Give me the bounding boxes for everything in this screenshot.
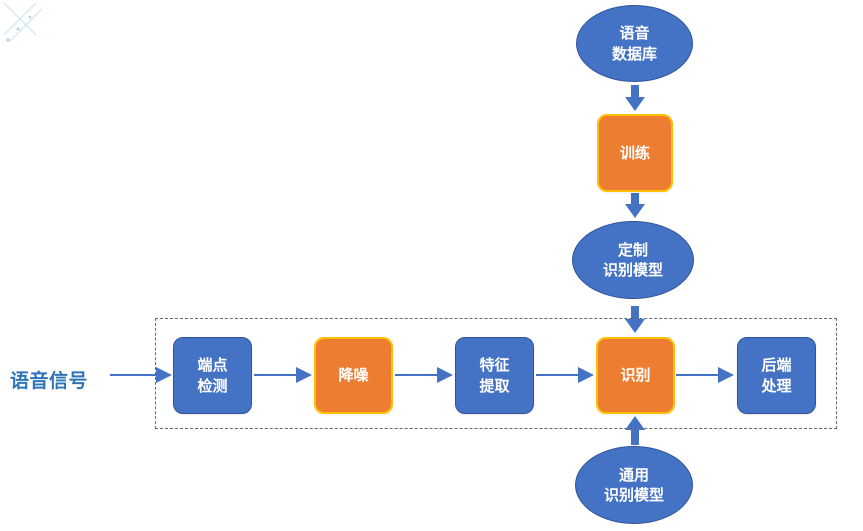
- post-processing-label: 后端 处理: [761, 356, 792, 395]
- feature-extraction-label: 特征 提取: [479, 356, 510, 395]
- recognition-node: 识别: [596, 337, 675, 414]
- noise-reduction-label: 降噪: [338, 366, 369, 385]
- arrow-training-to-custom-model: [625, 193, 645, 218]
- endpoint-detection-label: 端点 检测: [197, 356, 228, 395]
- training-label: 训练: [619, 143, 650, 162]
- arrow-custom-model-to-recognition: [625, 306, 645, 333]
- recognition-pipeline-group: [155, 318, 837, 429]
- general-model-label: 通用 识别模型: [603, 465, 664, 504]
- corner-decoration-icon: [3, 2, 43, 42]
- feature-extraction-node: 特征 提取: [455, 337, 534, 414]
- arrow-general-model-to-recognition: [625, 416, 645, 445]
- voice-database-label: 语音 数据库: [611, 24, 657, 63]
- training-node: 训练: [597, 114, 673, 192]
- custom-model-node: 定制 识别模型: [572, 221, 694, 299]
- endpoint-detection-node: 端点 检测: [173, 337, 252, 414]
- input-signal-label: 语音信号: [10, 370, 89, 392]
- voice-database-node: 语音 数据库: [576, 5, 693, 82]
- noise-reduction-node: 降噪: [314, 337, 393, 414]
- general-model-node: 通用 识别模型: [575, 446, 693, 524]
- post-processing-node: 后端 处理: [737, 337, 816, 414]
- custom-model-label: 定制 识别模型: [602, 240, 663, 279]
- arrow-database-to-training: [625, 85, 645, 111]
- recognition-label: 识别: [620, 366, 651, 385]
